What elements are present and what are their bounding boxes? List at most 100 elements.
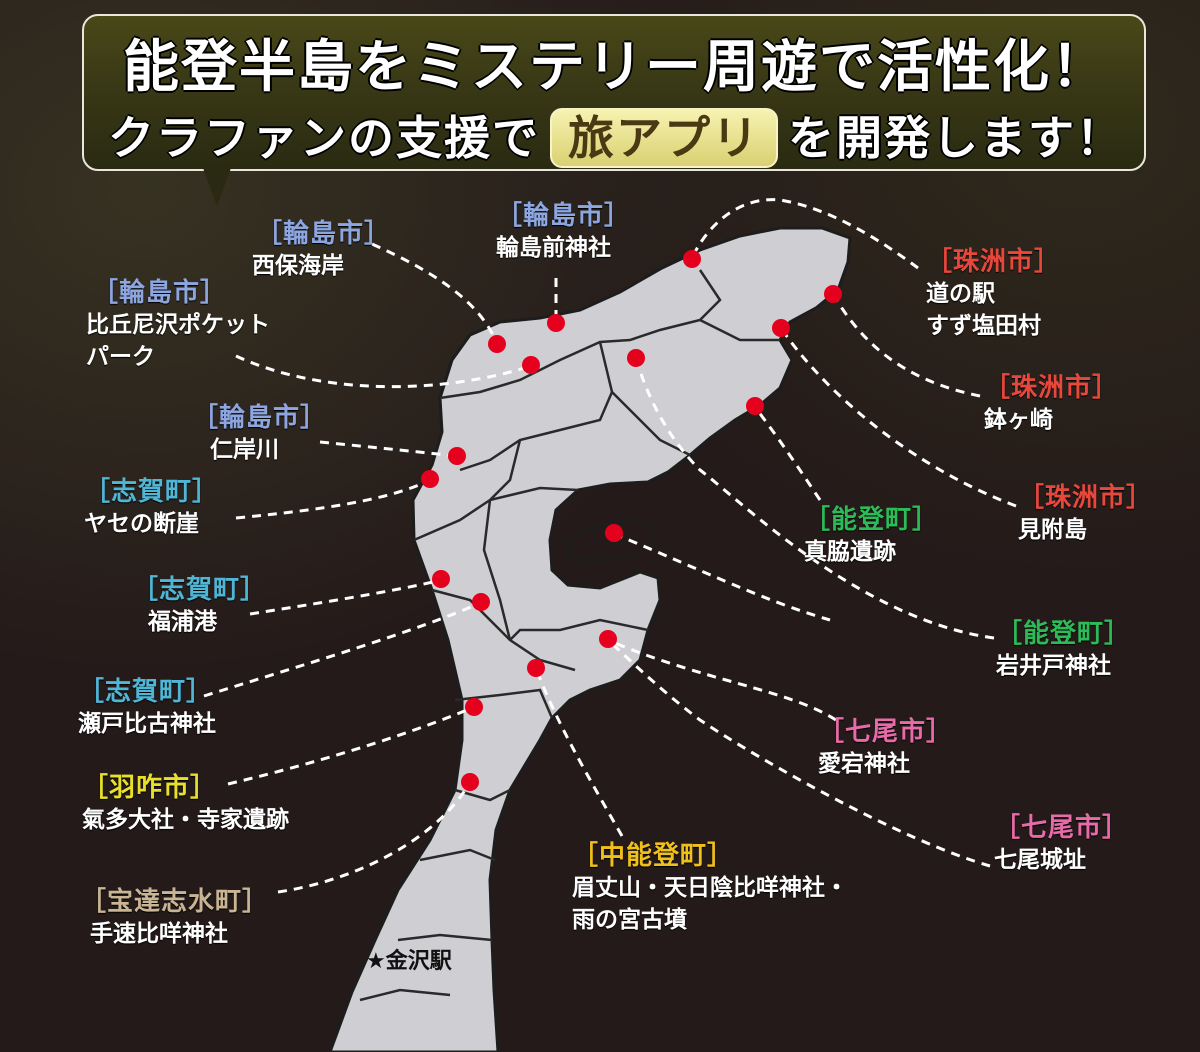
city-label: ［志賀町］	[84, 477, 220, 507]
city-label: ［輪島市］	[92, 278, 228, 308]
leader-hikuni	[235, 354, 532, 389]
marker-yase[interactable]	[421, 470, 439, 488]
city-label: ［輪島市］	[496, 201, 632, 231]
leader-mitsuke	[779, 327, 1017, 508]
city-label: ［七尾市］	[818, 717, 954, 747]
site-markers	[421, 250, 842, 791]
city-label: ［志賀町］	[132, 575, 268, 605]
leader-nigishi	[319, 440, 457, 458]
city-label: ［珠洲市］	[926, 247, 1062, 277]
location-hachi[interactable]: ［珠洲市］ 鉢ヶ崎	[984, 372, 1119, 436]
site-label-line-1: 眉丈山・天日陰比咩神社・	[572, 875, 848, 901]
site-label: 真脇遺跡	[804, 539, 896, 565]
travel-app-badge: 旅アプリ	[550, 108, 778, 168]
location-fukura[interactable]: ［志賀町］ 福浦港	[132, 574, 267, 638]
headline-line-2: クラファンの支援で旅アプリを開発します！	[84, 108, 1148, 168]
headline-line-1: 能登半島をミステリー周遊で活性化！	[123, 35, 1109, 100]
site-label-line-2: 雨の宮古墳	[572, 907, 687, 933]
marker-nigishi[interactable]	[448, 447, 466, 465]
site-label: 岩井戸神社	[996, 653, 1111, 679]
location-yase[interactable]: ［志賀町］ ヤセの断崖	[84, 476, 219, 540]
marker-hikuni[interactable]	[522, 356, 540, 374]
site-label: 西保海岸	[252, 253, 344, 279]
headline-banner: 能登半島をミステリー周遊で活性化！ クラファンの支援で旅アプリを開発します！	[82, 14, 1146, 171]
location-wajimasaki[interactable]: ［輪島市］ 輪島前神社	[496, 200, 631, 264]
location-bishamon[interactable]: ［中能登町］ 眉丈山・天日陰比咩神社・ 雨の宮古墳	[572, 840, 848, 936]
site-label-line-1: 道の駅	[926, 281, 995, 307]
marker-seto[interactable]	[472, 593, 490, 611]
site-label: 福浦港	[148, 609, 217, 635]
marker-keta[interactable]	[465, 698, 483, 716]
leader-nanao-castle	[606, 638, 991, 868]
peninsula-land	[328, 226, 852, 1052]
marker-nishiho[interactable]	[488, 335, 506, 353]
city-label: ［七尾市］	[994, 813, 1130, 843]
leader-bishamon	[534, 667, 624, 837]
leader-yase	[235, 478, 431, 520]
leader-lines	[203, 198, 1017, 894]
location-nigishi[interactable]: ［輪島市］ 仁岸川	[192, 402, 327, 466]
location-seto[interactable]: ［志賀町］ 瀬戸比古神社	[78, 676, 216, 740]
leader-iwaido	[634, 357, 995, 640]
leader-fukura	[249, 578, 442, 616]
marker-wajimasaki[interactable]	[547, 314, 565, 332]
leader-hachi	[831, 293, 981, 398]
marker-hachi[interactable]	[824, 285, 842, 303]
location-keta[interactable]: ［羽咋市］ 氣多大社・寺家遺跡	[82, 772, 289, 836]
city-label: ［輪島市］	[256, 219, 392, 249]
municipal-borders	[359, 269, 780, 1002]
headline-line-2-before: クラファンの支援で	[108, 111, 540, 165]
city-label: ［能登町］	[996, 619, 1132, 649]
location-nishiho[interactable]: ［輪島市］ 西保海岸	[252, 218, 392, 282]
location-nanao-castle[interactable]: ［七尾市］ 七尾城址	[994, 812, 1129, 876]
marker-fukura[interactable]	[432, 570, 450, 588]
marker-tebaya[interactable]	[461, 773, 479, 791]
site-label: 見附島	[1018, 517, 1087, 543]
location-tebaya[interactable]: ［宝達志水町］ 手速比咩神社	[80, 886, 269, 950]
city-label: ［中能登町］	[572, 841, 735, 871]
marker-atago[interactable]	[605, 524, 623, 542]
marker-mitsuke[interactable]	[772, 319, 790, 337]
site-label: 七尾城址	[994, 847, 1086, 873]
city-label: ［珠洲市］	[984, 373, 1120, 403]
leader-atago	[607, 638, 837, 722]
site-label: 手速比咩神社	[90, 921, 228, 947]
banner-speech-tail	[203, 168, 231, 206]
city-label: ［宝達志水町］	[80, 887, 270, 917]
location-suzu-michi[interactable]: ［珠洲市］ 道の駅 すず塩田村	[926, 246, 1061, 342]
location-hikuni[interactable]: ［輪島市］ 比丘尼沢ポケット パーク	[86, 277, 270, 373]
city-label: ［輪島市］	[192, 403, 328, 433]
site-label: 氣多大社・寺家遺跡	[82, 807, 289, 833]
marker-bishamon[interactable]	[527, 659, 545, 677]
site-label-line-2: パーク	[86, 344, 155, 370]
site-label: 愛宕神社	[818, 751, 910, 777]
site-label: 鉢ヶ崎	[984, 407, 1053, 433]
marker-mawaki[interactable]	[746, 397, 764, 415]
location-atago[interactable]: ［七尾市］ 愛宕神社	[818, 716, 953, 780]
leader-suzu-michi	[690, 198, 919, 270]
city-label: ［珠洲市］	[1018, 483, 1154, 513]
city-label: ［羽咋市］	[82, 773, 218, 803]
marker-iwaido[interactable]	[627, 349, 645, 367]
site-label: 輪島前神社	[496, 235, 611, 261]
leader-nishiho	[371, 242, 499, 345]
leader-keta	[227, 705, 475, 786]
marker-suzu-michi[interactable]	[683, 250, 701, 268]
headline-line-2-after: を開発します！	[788, 111, 1124, 165]
site-label: 仁岸川	[210, 437, 279, 463]
city-label: ［志賀町］	[78, 677, 214, 707]
leader-seto	[203, 601, 481, 698]
location-iwaido[interactable]: ［能登町］ 岩井戸神社	[996, 618, 1131, 682]
location-mawaki[interactable]: ［能登町］ 真脇遺跡	[804, 504, 939, 568]
location-mitsuke[interactable]: ［珠洲市］ 見附島	[1018, 482, 1153, 546]
city-label: ［能登町］	[804, 505, 940, 535]
marker-nanao-castle[interactable]	[599, 630, 617, 648]
kanazawa-station-label: ★金沢駅	[366, 949, 452, 974]
site-label: ヤセの断崖	[84, 511, 199, 537]
site-label-line-2: すず塩田村	[926, 313, 1041, 339]
leader-mawaki	[753, 406, 822, 501]
leader-iwaido-2	[613, 532, 831, 622]
site-label: 瀬戸比古神社	[78, 711, 216, 737]
site-label-line-1: 比丘尼沢ポケット	[86, 312, 270, 338]
